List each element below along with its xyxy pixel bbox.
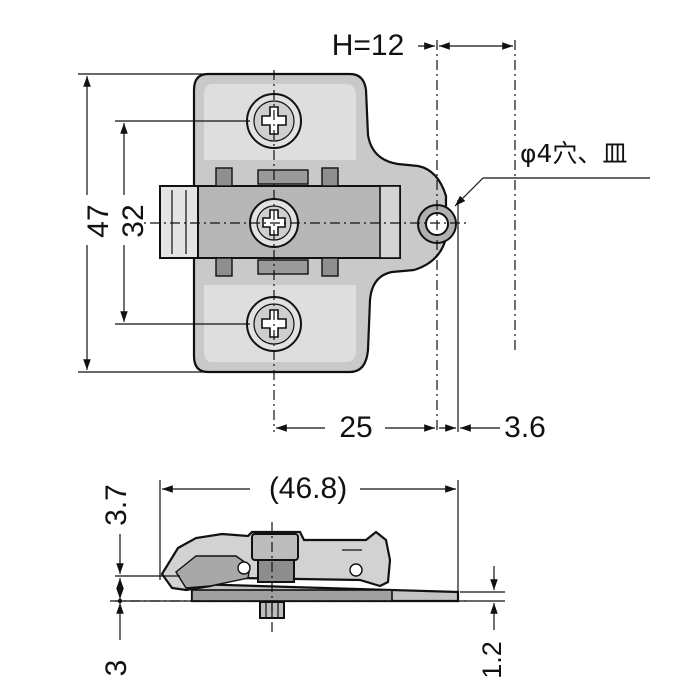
dim-h12-label: H=12 (332, 29, 405, 62)
dim-3-7-label: 3.7 (100, 484, 133, 526)
dim-3-6-label: 3.6 (504, 411, 546, 444)
dim-32-label: 32 (117, 204, 150, 237)
hole-note-label: φ4穴、皿 (520, 139, 627, 168)
side-screw (251, 533, 299, 619)
dim-46-8-label: (46.8) (269, 472, 347, 505)
dim-3-label: 3 (100, 660, 133, 677)
top-view: 47 32 H=12 φ4穴、皿 25 3.6 (70, 29, 650, 444)
cross-bar (159, 167, 401, 277)
dim-1-2-label: 1.2 (477, 641, 507, 679)
hole-leader-line (454, 177, 484, 207)
dim-25-label: 25 (339, 411, 372, 444)
side-view: (46.8) 3.7 3 1.2 (100, 472, 507, 679)
